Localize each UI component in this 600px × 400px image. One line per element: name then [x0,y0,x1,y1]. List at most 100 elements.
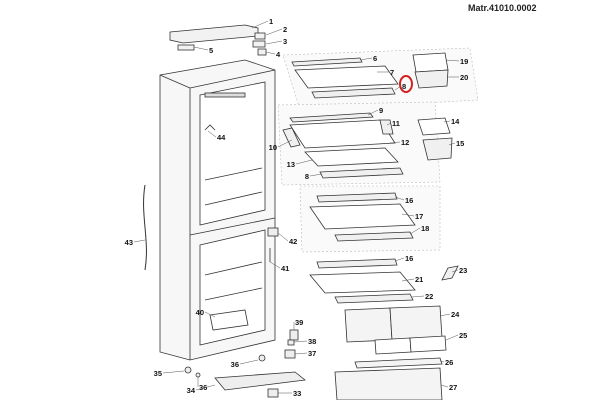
leader-line [445,59,460,62]
part-number-label[interactable]: 2 [283,25,287,34]
shelf-trim-18 [334,231,414,242]
leader-line [251,20,269,29]
part-number-label[interactable]: 12 [401,138,409,147]
leader-line [443,120,451,123]
part-number-label[interactable]: 34 [187,386,196,395]
crisper-14 [417,117,451,136]
inner-drawer-1 [204,261,263,276]
matrix-code: Matr.41010.0002 [468,3,537,13]
part-number-label[interactable]: 17 [415,212,423,221]
panel-part-3 [252,40,266,48]
glass-shelf-13 [304,147,399,167]
part-number-label[interactable]: 18 [421,224,429,233]
inner-shelf-1 [204,167,263,181]
part-44 [204,124,216,131]
part-number-label[interactable]: 24 [451,310,460,319]
inner-back-upper [199,81,266,226]
middle-shelves [282,112,453,179]
part-23 [441,265,459,281]
part-number-label[interactable]: 7 [390,68,394,77]
part-number-label[interactable]: 13 [287,160,295,169]
freezer-divider [189,217,276,236]
part-number-label[interactable]: 22 [425,292,433,301]
glass-shelf-7 [294,65,399,89]
part-number-label[interactable]: 6 [373,54,377,63]
part-number-label[interactable]: 40 [196,308,204,317]
part-number-label[interactable]: 25 [459,331,467,340]
part-number-label[interactable]: 9 [379,106,383,115]
part-37 [284,349,296,359]
shelf-frame-9 [289,112,374,123]
inner-shelf-2 [204,191,263,206]
panel-part-2 [254,32,266,40]
part-33 [267,388,279,398]
part-number-label[interactable]: 39 [295,318,303,327]
drawer-27 [334,367,443,400]
part-number-label[interactable]: 43 [125,238,133,247]
leader-line [439,313,451,317]
leader-line [401,278,415,282]
part-number-label[interactable]: 8 [305,172,309,181]
leader-line [309,173,323,177]
leader-line [439,360,445,363]
part-number-label[interactable]: 19 [460,57,468,66]
drawer-26 [354,357,443,369]
part-number-label[interactable]: 11 [392,119,400,128]
drawer-24-right [389,305,443,341]
part-number-label[interactable]: 44 [217,133,226,142]
part-40 [209,309,249,331]
part-number-label[interactable]: 36 [199,383,207,392]
leader-line [195,384,216,391]
shelf-trim-8 [311,87,396,99]
part-number-label[interactable]: 41 [281,264,289,273]
door-shelf-group-2 [309,258,459,304]
leader-line [359,57,373,61]
cabinet-label-strip [204,92,246,98]
part-number-label[interactable]: 8 [402,82,406,91]
drawers [334,305,447,400]
bracket-10 [282,127,301,148]
part-number-label[interactable]: 35 [154,369,162,378]
part-number-label[interactable]: 26 [445,358,453,367]
part-number-label[interactable]: 1 [269,17,273,26]
crisper-15 [422,137,453,161]
box-19 [412,52,449,73]
inner-drawer-2 [204,287,263,301]
leader-line [367,109,379,116]
part-number-label[interactable]: 21 [415,275,423,284]
part-number-label[interactable]: 3 [283,37,287,46]
leader-line [269,261,281,269]
part-number-label[interactable]: 16 [405,196,413,205]
drawer-25-front-left [374,337,412,355]
part-number-label[interactable]: 33 [293,389,301,398]
part-number-label[interactable]: 16 [405,254,413,263]
part-34 [214,371,306,391]
leader-line [386,122,392,126]
leader-line [409,227,421,235]
part-number-label[interactable]: 37 [308,349,316,358]
highlight-marker [399,75,413,93]
part-number-label[interactable]: 20 [460,73,468,82]
part-number-label[interactable]: 4 [276,50,281,59]
top-shelves [291,52,449,99]
part-number-label[interactable]: 27 [449,383,457,392]
control-panel [169,24,259,44]
part-36-b [184,366,192,374]
leader-line [265,40,283,45]
part-38 [287,339,295,346]
part-number-label[interactable]: 42 [289,237,297,246]
wine-rack [289,119,396,149]
part-number-label[interactable]: 10 [269,143,277,152]
part-number-label[interactable]: 15 [456,139,464,148]
part-labels: 1234567819209111012138141516171816212223… [125,17,469,398]
part-number-label[interactable]: 23 [459,266,467,275]
leader-line [277,232,289,242]
part-number-label[interactable]: 36 [231,360,239,369]
leader-line [394,85,402,91]
part-number-label[interactable]: 38 [308,337,316,346]
leader-line [204,311,216,318]
part-number-label[interactable]: 5 [209,46,213,55]
part-35 [195,372,201,378]
part-number-label[interactable]: 14 [451,117,460,126]
